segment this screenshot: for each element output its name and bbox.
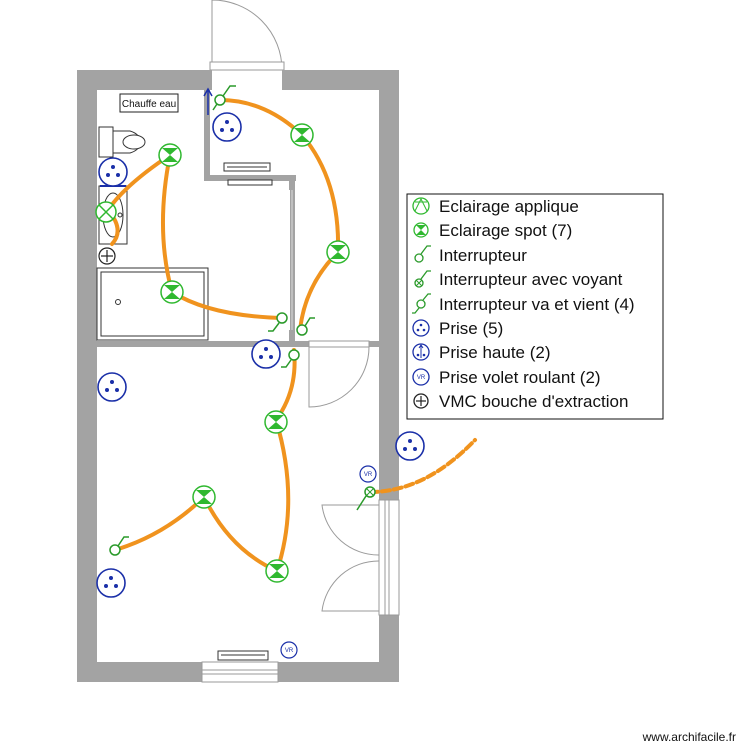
switch-with-indicator-icon bbox=[356, 486, 376, 511]
toilet bbox=[98, 126, 146, 158]
two-way-switch-icon bbox=[268, 312, 288, 332]
spot-light-icon bbox=[158, 143, 182, 167]
applique-light-icon bbox=[95, 201, 117, 223]
legend-item: VR Prise volet roulant (2) bbox=[412, 368, 601, 387]
legend-item: Eclairage applique bbox=[412, 197, 579, 216]
french-window bbox=[321, 499, 400, 616]
high-outlet-icon bbox=[412, 343, 430, 361]
two-way-switch-icon bbox=[212, 85, 236, 111]
outlets bbox=[96, 112, 425, 598]
shower bbox=[96, 267, 209, 341]
shutter-outlet-icon: VR bbox=[359, 465, 377, 483]
outlet-icon bbox=[251, 339, 281, 369]
switch-with-indicator-icon bbox=[414, 270, 431, 288]
shutter-outlet-icon: VR bbox=[280, 641, 298, 659]
shutter-outlet-icon: VR bbox=[412, 368, 430, 386]
two-way-switch-icon bbox=[281, 349, 300, 368]
legend-item: Interrupteur avec voyant bbox=[414, 270, 623, 289]
two-way-switch-icon bbox=[296, 317, 315, 336]
legend-item: Interrupteur bbox=[414, 245, 527, 265]
spot-light-icon bbox=[290, 123, 314, 147]
interior-door bbox=[308, 340, 370, 408]
legend-label: Prise haute (2) bbox=[439, 343, 551, 362]
entrance-door[interactable] bbox=[209, 0, 285, 71]
legend-item: Interrupteur va et vient (4) bbox=[412, 293, 635, 314]
shutter-outlet-symbol-text: VR bbox=[285, 648, 294, 654]
walls bbox=[77, 70, 399, 682]
outlet-icon bbox=[97, 372, 127, 402]
legend-item: VMC bouche d'extraction bbox=[413, 392, 628, 411]
legend-label: VMC bouche d'extraction bbox=[439, 392, 628, 411]
outlet-icon bbox=[212, 112, 242, 142]
legend: Eclairage applique Eclairage spot (7) In… bbox=[406, 193, 664, 420]
partition-door bbox=[288, 190, 293, 330]
legend-label: Interrupteur va et vient (4) bbox=[439, 295, 635, 314]
legend-label: Prise (5) bbox=[439, 319, 503, 338]
spot-light-icon bbox=[413, 222, 429, 238]
radiator-top bbox=[223, 162, 273, 186]
bottom-window bbox=[201, 661, 279, 683]
applique-light-icon bbox=[412, 197, 430, 215]
spot-light-icon bbox=[265, 559, 289, 583]
spot-light-icon bbox=[264, 410, 288, 434]
legend-label: Interrupteur avec voyant bbox=[439, 270, 623, 289]
switch-icon bbox=[109, 536, 129, 556]
spot-light-icon bbox=[192, 485, 216, 509]
legend-label: Eclairage spot (7) bbox=[439, 221, 572, 240]
legend-item: Prise (5) bbox=[412, 319, 503, 338]
outlet-icon bbox=[98, 157, 128, 187]
vmc-extraction-icon bbox=[413, 393, 429, 409]
switch-icon bbox=[414, 245, 431, 263]
legend-label: Eclairage applique bbox=[439, 197, 579, 216]
high-outlet-icon bbox=[203, 87, 213, 115]
outlet-icon bbox=[395, 431, 425, 461]
shutter-outlet-symbol-text: VR bbox=[364, 472, 373, 478]
legend-label: Prise volet roulant (2) bbox=[439, 368, 601, 387]
legend-item: Prise haute (2) bbox=[412, 343, 551, 362]
outlet-icon bbox=[96, 568, 126, 598]
legend-label: Interrupteur bbox=[439, 246, 527, 265]
outlet-icon bbox=[412, 319, 430, 337]
water-heater-text: Chauffe eau bbox=[122, 99, 176, 110]
vmc-extraction-icon bbox=[98, 247, 116, 265]
two-way-switch-icon bbox=[412, 293, 431, 314]
site-credit: www.archifacile.fr bbox=[642, 730, 736, 744]
water-heater-label: Chauffe eau bbox=[119, 93, 179, 113]
legend-item: Eclairage spot (7) bbox=[413, 221, 572, 240]
spot-light-icon bbox=[326, 240, 350, 264]
shutter-outlet-symbol-text: VR bbox=[417, 375, 426, 381]
spot-light-icon bbox=[160, 280, 184, 304]
radiator-bottom bbox=[217, 650, 269, 661]
